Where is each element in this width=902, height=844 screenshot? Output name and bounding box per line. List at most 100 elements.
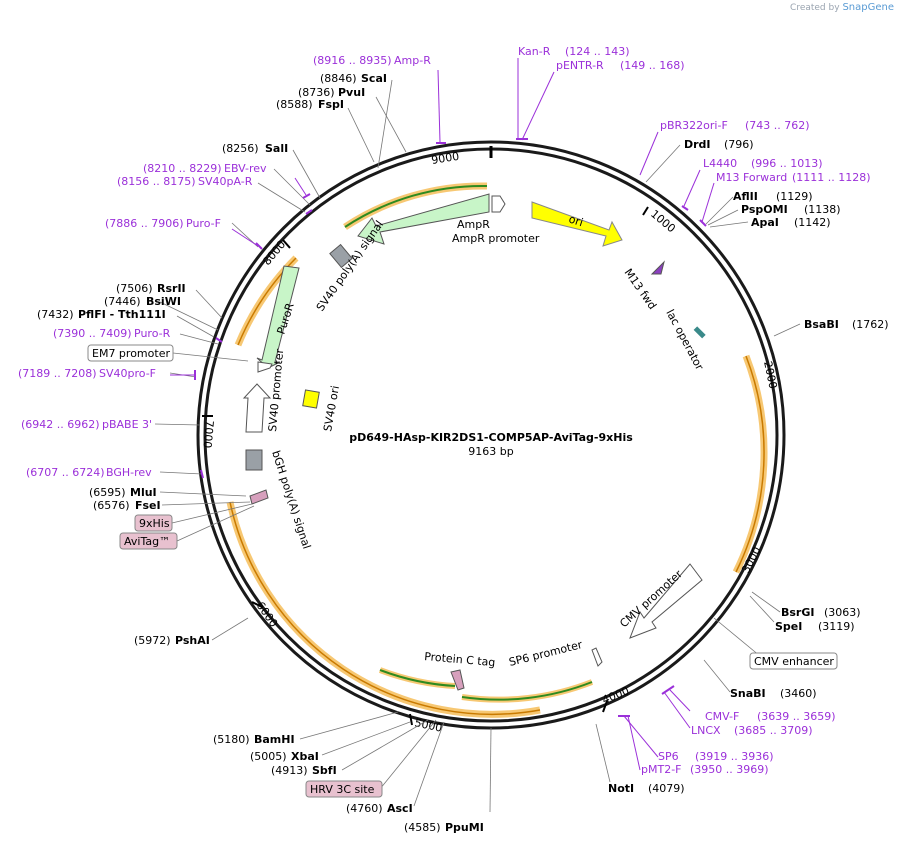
feature-ampr	[357, 193, 490, 245]
conn-pflfi	[176, 315, 215, 338]
primer-range-ebv: (8210 .. 8229)	[143, 162, 222, 175]
enzyme-pos-spei: (3119)	[818, 620, 855, 633]
primer-lines	[170, 58, 715, 771]
conn-snabi	[703, 659, 731, 693]
enzyme-pos-fsei: (6576)	[93, 499, 130, 512]
plasmid-name: pD649-HAsp-KIR2DS1-COMP5AP-AviTag-9xHis	[349, 431, 633, 444]
primer-range-pentr: (149 .. 168)	[620, 59, 685, 72]
feature-label-ampr: AmpR	[457, 218, 490, 231]
orf-main-glow	[226, 501, 541, 718]
orf-puror	[237, 257, 297, 346]
pmark-l4440	[681, 205, 689, 211]
primer-labels: (8916 .. 8935) Amp-R (8210 .. 8229) EBV-…	[18, 45, 871, 776]
feature-label-sv40-polya: SV40 poly(A) signal	[314, 218, 386, 313]
feature-cmv-promoter	[629, 563, 703, 639]
box-em7	[87, 344, 174, 362]
enzyme-pos-pshai: (5972)	[134, 634, 171, 647]
tick-label-9000: 9000	[430, 150, 460, 167]
enzyme-aflii: AflII	[733, 190, 758, 203]
conn-em7	[172, 352, 249, 362]
enzyme-sbfi: SbfI	[312, 764, 337, 777]
primer-pbr322: pBR322ori-F	[660, 119, 728, 132]
enzyme-spei: SpeI	[775, 620, 802, 633]
box-cmv-enh	[749, 652, 838, 670]
primer-purof: Puro-F	[186, 217, 221, 230]
primer-range-purof: (7886 .. 7906)	[105, 217, 184, 230]
enzyme-pspomi: PspOMI	[741, 203, 788, 216]
enzyme-pos-pvui: (8736)	[298, 86, 335, 99]
enzyme-scai: ScaI	[361, 72, 387, 85]
primer-cmvf: CMV-F	[705, 710, 739, 723]
pmark-m13f	[699, 219, 707, 227]
conn-bsabi	[773, 323, 801, 337]
enzyme-bamhi: BamHI	[254, 733, 295, 746]
primer-pbabe: pBABE 3'	[102, 418, 152, 431]
pmark-purof	[255, 242, 263, 250]
conn-pshai	[211, 617, 249, 641]
primer-range-pbr322: (743 .. 762)	[745, 119, 810, 132]
primer-ampr: Amp-R	[394, 54, 431, 67]
pline-pmt2	[627, 715, 641, 771]
box-9xhis	[134, 514, 173, 532]
conn-sali	[292, 149, 321, 199]
enzyme-pos-ppumi: (4585)	[404, 821, 441, 834]
enzyme-pos-bsrgi: (3063)	[824, 606, 861, 619]
primer-bgh: BGH-rev	[106, 466, 152, 479]
orf-protc	[379, 669, 456, 687]
tick-5000	[409, 713, 413, 726]
snapgene-logo: SnapGene	[842, 2, 894, 13]
enzyme-pos-asci: (4760)	[346, 802, 383, 815]
conn-scai	[377, 79, 393, 169]
conn-noti	[595, 723, 611, 783]
tick-1000	[642, 206, 649, 216]
feature-sv40-polya	[329, 243, 353, 269]
conn-bgh	[159, 471, 203, 475]
primer-range-sv40pa: (8156 .. 8175)	[117, 175, 196, 188]
enzyme-pos-mlui: (6595)	[89, 486, 126, 499]
primer-range-ampr: (8916 .. 8935)	[313, 54, 392, 67]
conn-sbfi	[341, 719, 429, 771]
conn-pvui	[375, 96, 407, 153]
pline-pbr322	[639, 131, 659, 176]
conn-spei	[749, 595, 775, 623]
enzyme-pos-bsiwi: (7446)	[104, 295, 141, 308]
feature-label-lac-operator: lac operator	[663, 307, 706, 372]
primer-lncx: LNCX	[691, 724, 721, 737]
pmark-ebv	[302, 193, 311, 199]
primer-range-cmvf: (3639 .. 3659)	[757, 710, 836, 723]
tick-label-1000: 1000	[648, 207, 678, 235]
credit-text: Created by	[790, 3, 840, 13]
enzyme-drdi: DrdI	[684, 138, 711, 151]
boxed-em7: EM7 promoter	[92, 347, 170, 360]
pmark-sv40pa	[305, 209, 313, 215]
primer-range-sp6: (3919 .. 3936)	[695, 750, 774, 763]
orf-tail	[461, 681, 593, 701]
enzyme-rsrii: RsrII	[157, 282, 186, 295]
primer-l4440: L4440	[703, 157, 737, 170]
tick-8000	[282, 239, 291, 249]
conn-ebv	[273, 168, 311, 206]
enzyme-pshai: PshAI	[175, 634, 210, 647]
boxed-avitag: AviTag™	[124, 535, 170, 548]
connector-lines	[154, 79, 801, 813]
conn-bsrgi	[751, 591, 781, 613]
conn-fsei	[161, 501, 251, 506]
primer-range-l4440: (996 .. 1013)	[751, 157, 823, 170]
enzyme-pos-snabi: (3460)	[780, 687, 817, 700]
primer-range-pbabe: (6942 .. 6962)	[21, 418, 100, 431]
feature-sv40-promoter	[242, 383, 272, 433]
pline-ampr	[437, 69, 441, 143]
feature-label-ampr-promoter: AmpR promoter	[452, 232, 540, 245]
enzyme-bsabi: BsaBI	[804, 318, 839, 331]
feature-lac-operator	[693, 326, 706, 339]
primer-m13f: M13 Forward	[716, 171, 787, 184]
tick-4000	[602, 700, 608, 713]
conn-cmvenh	[713, 617, 761, 657]
feature-label-sv40-ori: SV40 ori	[321, 385, 342, 433]
enzyme-pvui: PvuI	[338, 86, 365, 99]
primer-range-bgh: (6707 .. 6724)	[26, 466, 105, 479]
feature-bgh-polya	[245, 449, 263, 471]
enzyme-pos-rsrii: (7506)	[116, 282, 153, 295]
enzyme-pos-pspomi: (1138)	[804, 203, 841, 216]
conn-ppumi	[489, 727, 492, 813]
